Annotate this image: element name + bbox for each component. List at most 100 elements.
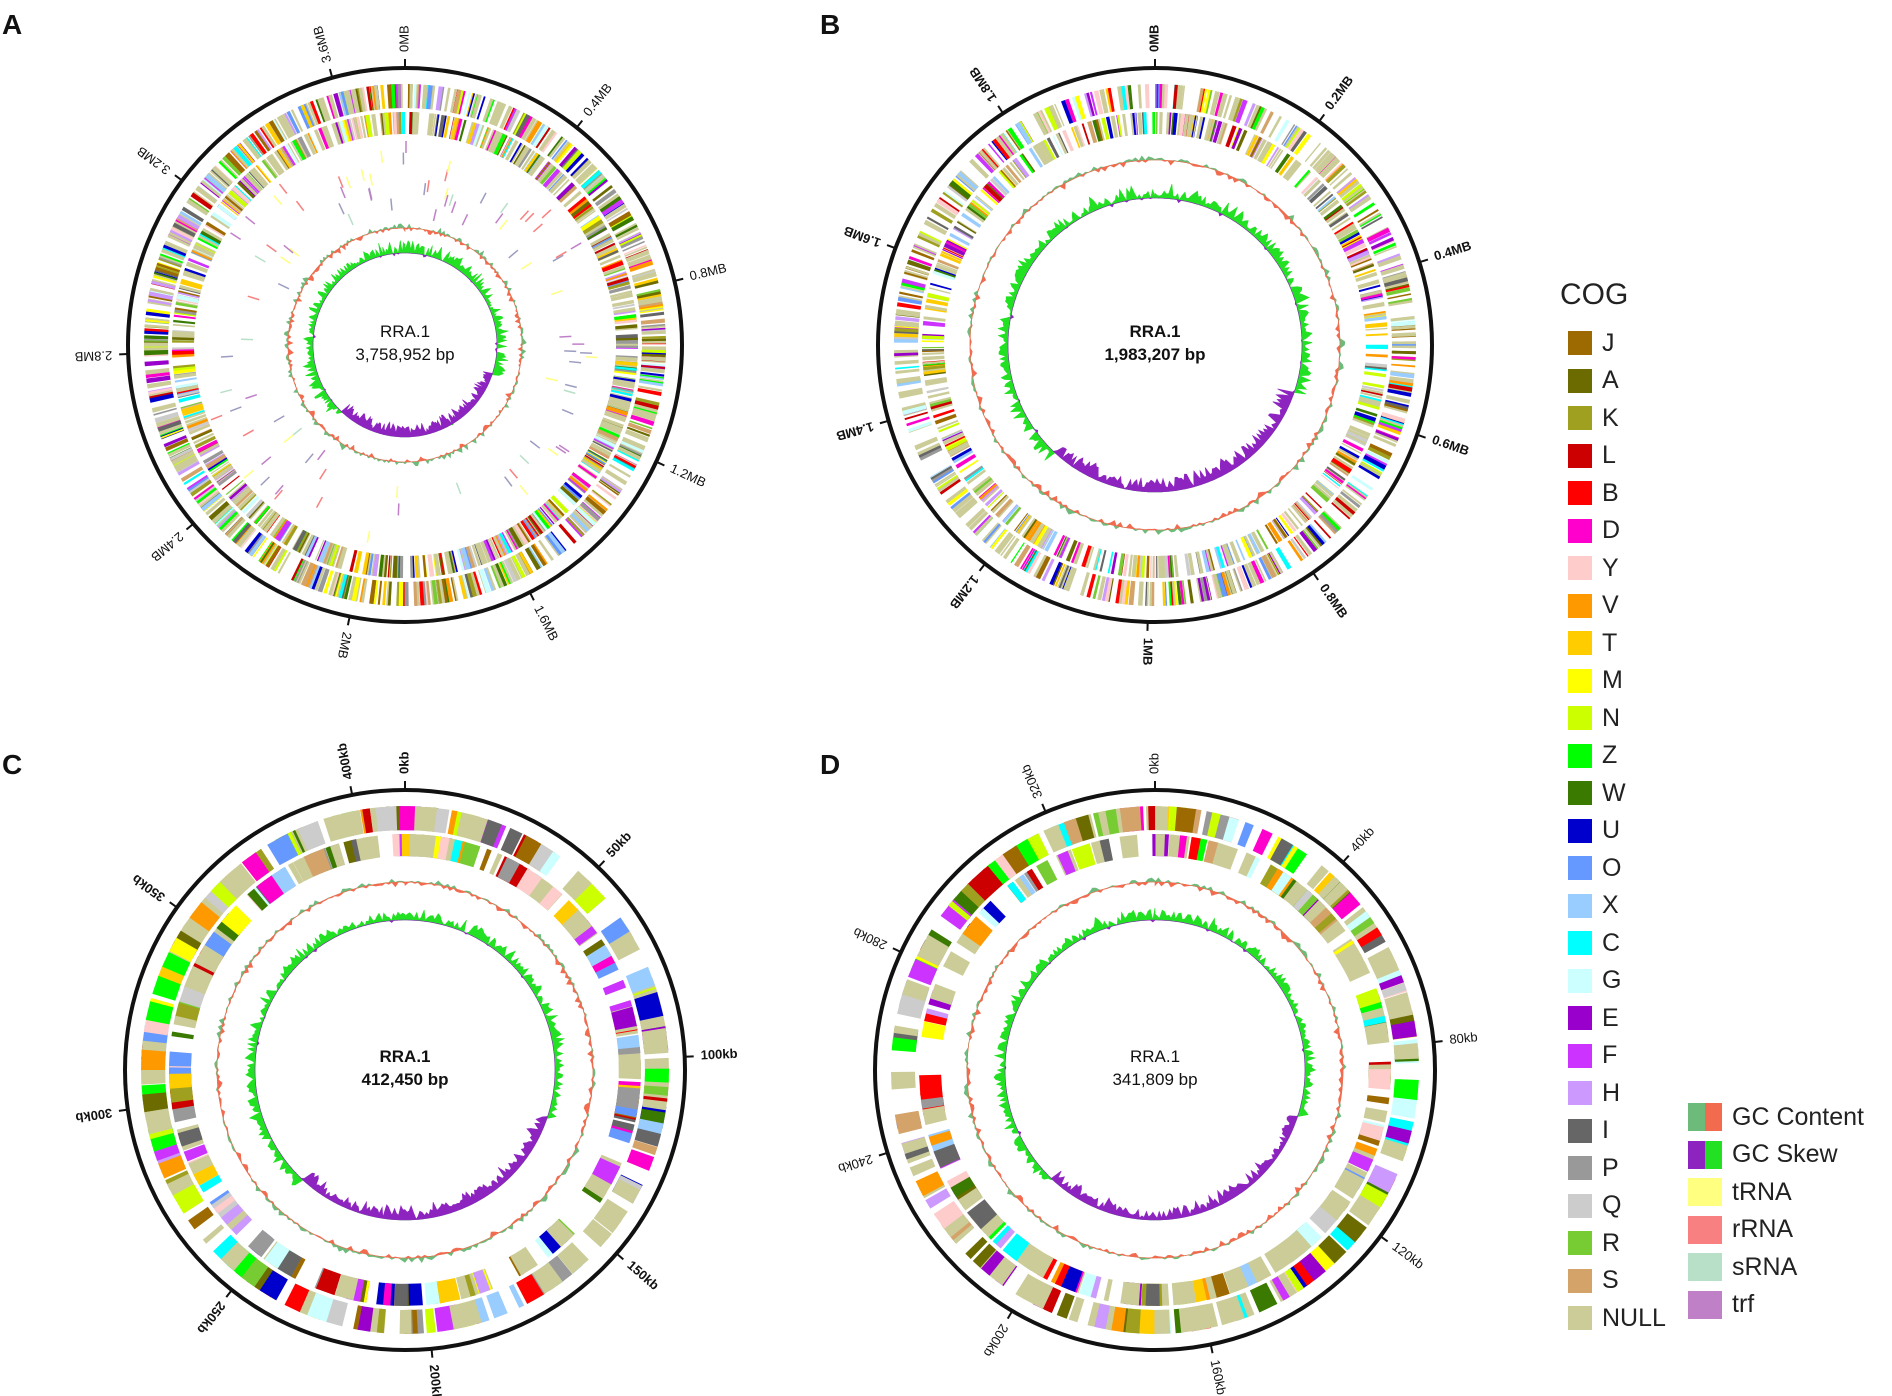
- gene-mark: [450, 88, 458, 113]
- gene-mark: [158, 256, 183, 268]
- gene-mark: [491, 537, 502, 558]
- gene-mark: [1306, 183, 1325, 201]
- gene-mark: [1358, 284, 1381, 293]
- gene-mark: [1381, 411, 1406, 423]
- gene-mark: [593, 1206, 622, 1234]
- gene-mark: [249, 501, 266, 520]
- gene-mark: [949, 232, 970, 246]
- gene-mark: [591, 236, 613, 249]
- tick-mark: [430, 1348, 434, 1358]
- gene-mark: [431, 113, 437, 136]
- legend-cog-label: F: [1602, 1041, 1618, 1069]
- legend-track-item: GC Skew: [1688, 1140, 1838, 1169]
- gene-mark: [1305, 492, 1322, 509]
- gene-mark: [545, 534, 563, 556]
- gene-mark: [1216, 93, 1228, 118]
- gene-mark: [368, 553, 374, 576]
- gene-mark: [1307, 524, 1326, 546]
- tick-mark: [1318, 113, 1326, 123]
- gene-mark: [1325, 208, 1346, 224]
- gene-mark: [501, 532, 513, 553]
- gene-mark: [974, 153, 995, 174]
- gene-mark: [1391, 350, 1416, 355]
- gene-mark: [900, 281, 926, 291]
- gene-mark: [193, 191, 214, 207]
- gene-mark: [1176, 580, 1182, 605]
- legend-cog-label: M: [1602, 666, 1623, 694]
- gene-mark: [599, 254, 621, 266]
- gene-mark: [392, 555, 398, 578]
- gene-mark: [1385, 1125, 1412, 1144]
- gene-mark: [1380, 416, 1404, 426]
- gene-mark: [614, 370, 637, 376]
- gene-mark: [896, 309, 921, 316]
- gene-mark: [1361, 1007, 1385, 1021]
- gene-mark: [222, 155, 242, 176]
- gene-mark: [444, 87, 451, 112]
- rna-mark: [448, 194, 454, 207]
- gene-mark: [1014, 875, 1035, 898]
- gene-mark: [615, 360, 638, 367]
- gene-mark: [149, 290, 174, 297]
- gene-mark: [906, 259, 931, 272]
- gene-mark: [583, 939, 606, 957]
- gene-mark: [1177, 835, 1187, 858]
- gene-mark: [1131, 554, 1138, 578]
- gene-mark: [1205, 549, 1213, 572]
- gene-mark: [547, 136, 563, 157]
- gene-mark: [251, 167, 269, 186]
- gc-content-negative: [969, 159, 1341, 531]
- gene-mark: [1328, 213, 1349, 228]
- gene-mark: [147, 380, 172, 389]
- gene-mark: [637, 297, 663, 305]
- gene-mark: [504, 108, 517, 131]
- gene-mark: [604, 411, 626, 421]
- gene-mark: [945, 486, 967, 504]
- gene-mark: [325, 125, 335, 147]
- gene-mark: [999, 132, 1017, 155]
- gene-mark: [333, 92, 344, 118]
- gene-mark: [245, 137, 262, 158]
- gene-mark: [1324, 206, 1344, 222]
- gene-mark: [516, 523, 531, 543]
- gene-mark: [558, 185, 578, 203]
- gene-mark: [552, 141, 570, 162]
- genome-size: 3,758,952 bp: [355, 345, 454, 364]
- legend-swatch: [1568, 781, 1592, 805]
- gene-mark: [641, 362, 666, 367]
- gene-mark: [153, 407, 177, 416]
- gene-mark: [1026, 868, 1044, 891]
- gene-mark: [1156, 84, 1159, 108]
- gene-mark: [391, 84, 396, 109]
- gene-mark: [539, 506, 555, 525]
- gene-mark: [161, 248, 185, 261]
- gene-mark: [269, 153, 285, 174]
- gene-mark: [1300, 176, 1318, 195]
- gene-mark: [565, 152, 585, 173]
- gene-mark: [1392, 345, 1416, 349]
- gene-mark: [978, 908, 1000, 928]
- gene-mark: [1374, 431, 1398, 443]
- gene-mark: [936, 475, 959, 491]
- gene-mark: [1000, 535, 1016, 557]
- gene-mark: [1207, 812, 1221, 838]
- gene-mark: [507, 557, 521, 581]
- gene-mark: [338, 574, 348, 599]
- gene-mark: [1027, 551, 1042, 574]
- gene-mark: [154, 411, 179, 423]
- rna-mark: [524, 212, 535, 223]
- gene-mark: [640, 311, 665, 318]
- gene-mark: [1384, 403, 1408, 412]
- gene-mark: [351, 117, 359, 140]
- gene-mark: [172, 331, 195, 335]
- gene-mark: [567, 478, 586, 494]
- gene-mark: [1033, 144, 1048, 165]
- gene-mark: [145, 319, 170, 324]
- gene-mark: [932, 468, 955, 484]
- gene-mark: [1318, 513, 1339, 535]
- gene-mark: [240, 528, 257, 549]
- gene-mark: [911, 249, 935, 261]
- gene-mark: [544, 536, 560, 557]
- gene-mark: [1033, 554, 1047, 578]
- gene-mark: [348, 576, 358, 601]
